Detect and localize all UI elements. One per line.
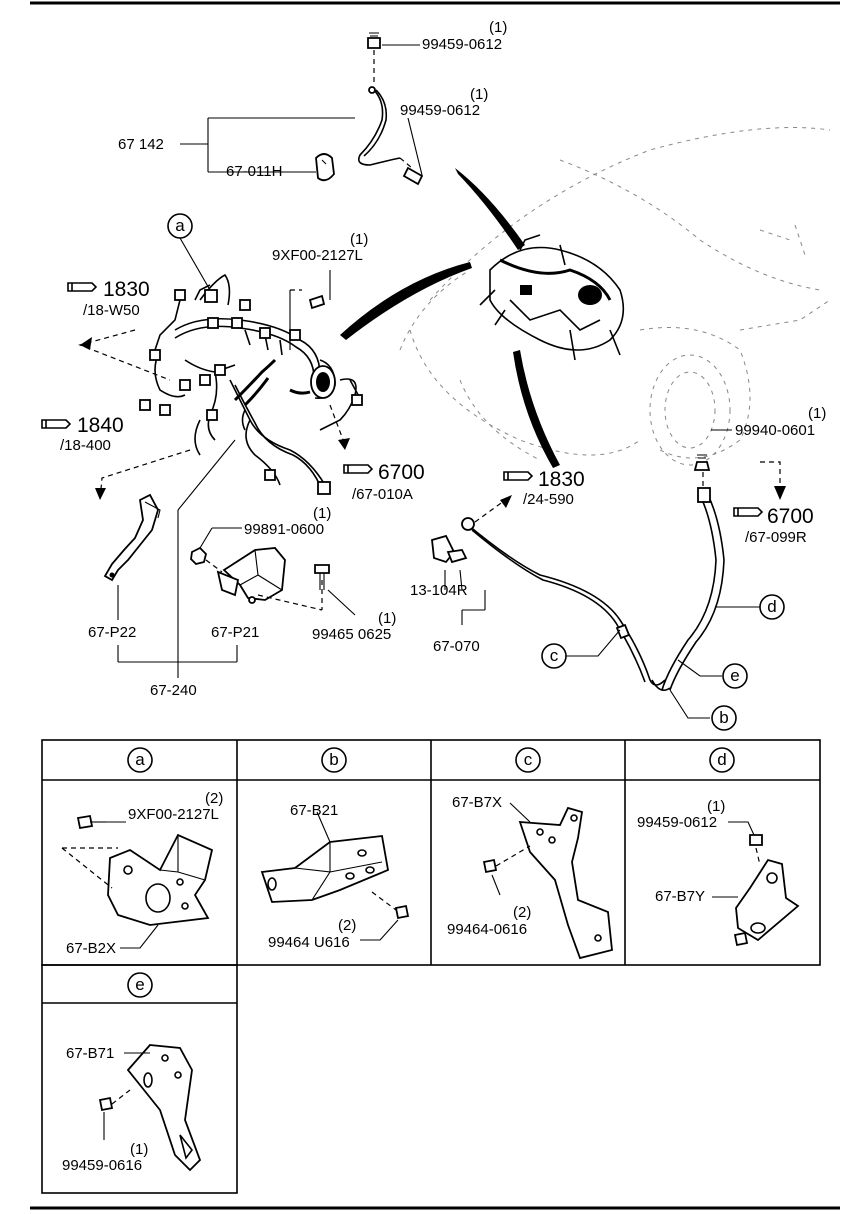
main-harness-67-240 (139, 273, 363, 495)
label-67-011h: 67-011H (226, 163, 283, 180)
ref-arrow-1840 (99, 449, 191, 501)
callout-d-text: d (767, 597, 777, 616)
panel-b-bolt: 99464 U616 (268, 934, 350, 951)
panel-c-part: 67-B7X (452, 794, 503, 811)
hose-67-070 (431, 495, 666, 686)
ref-6700-a: 6700 (378, 461, 425, 484)
panel-b-qty: (2) (338, 917, 357, 934)
panel-d-bracket (733, 834, 800, 947)
panel-e-part: 67-B71 (66, 1045, 115, 1062)
label-13-104r: 13-104R (410, 582, 468, 599)
callout-circle-c (541, 643, 567, 669)
panel-b-part: 67-B21 (290, 802, 339, 819)
ref-1840: 1840 (77, 414, 124, 437)
bracket-67-p21 (190, 546, 330, 611)
ref-arrow-6700a (329, 404, 346, 446)
ref-1840-sub: /18-400 (60, 437, 111, 454)
ref-6700-b-sub: /67-099R (745, 529, 807, 546)
callout-circle-e (722, 663, 748, 689)
panel-e-bolt: 99459-0616 (62, 1157, 143, 1174)
callout-a-text: a (175, 216, 185, 235)
callout-b-text: b (719, 708, 729, 727)
label-67-240: 67-240 (150, 682, 197, 699)
ref-arrow-6700b (760, 461, 781, 490)
detail-grid (41, 739, 821, 1194)
label-bolt-99465: 99465 0625 (312, 626, 392, 643)
installed-harness-cluster (479, 234, 625, 361)
panel-c-letter: c (523, 750, 533, 769)
callout-circle-b (711, 705, 737, 731)
label-67-p21: 67-P21 (211, 624, 260, 641)
ref-6700-b: 6700 (767, 505, 814, 528)
label-67-142: 67 142 (118, 136, 164, 153)
qty-bolt-99940: (1) (808, 405, 827, 422)
hand-pointer-icon (41, 282, 764, 517)
ref-1830-b-sub: /24-590 (523, 491, 574, 508)
panel-c-circle (515, 747, 541, 773)
ref-1830-a-sub: /18-W50 (83, 302, 140, 319)
pointer-sweep-top (455, 168, 525, 250)
pointer-sweep-left (340, 262, 472, 340)
qty-bolt-second: (1) (470, 86, 489, 103)
panel-a-bolt: 9XF00-2127L (128, 806, 219, 823)
panel-e-circle (127, 972, 153, 998)
pointer-sweep-bottom (513, 350, 560, 468)
label-bolt-9xf00: 9XF00-2127L (272, 247, 363, 264)
bracket-67-p22 (103, 493, 161, 582)
panel-c-bracket (482, 806, 613, 960)
ref-6700-a-sub: /67-010A (352, 486, 413, 503)
panel-b-letter: b (329, 750, 339, 769)
callout-c-text: c (549, 646, 559, 665)
panel-c-qty: (2) (513, 904, 532, 921)
label-bolt-second: 99459-0612 (400, 102, 481, 119)
hose-right-d (651, 454, 725, 691)
label-nut-99891: 99891-0600 (244, 521, 325, 538)
qty-bolt-99465: (1) (378, 610, 397, 627)
label-bolt-99940: 99940-0601 (735, 422, 816, 439)
qty-bolt-9xf00: (1) (350, 231, 369, 248)
panel-a-circle (127, 747, 153, 773)
label-67-p22: 67-P22 (88, 624, 137, 641)
panel-d-part: 67-B7Y (655, 888, 706, 905)
qty-bolt-top: (1) (489, 19, 508, 36)
callout-e-text: e (730, 666, 740, 685)
panel-a-letter: a (135, 750, 145, 769)
ref-1830-a: 1830 (103, 278, 150, 301)
panel-c-bolt: 99464-0616 (447, 921, 528, 938)
panel-e-letter: e (135, 975, 145, 994)
panel-b-circle (321, 747, 347, 773)
top-cable-assembly (315, 32, 424, 186)
engine-bay-outline (399, 127, 831, 466)
panel-b-bracket (260, 835, 410, 920)
label-bolt-top: 99459-0612 (422, 36, 503, 53)
panel-a-bracket (61, 814, 214, 926)
callout-circle-d (759, 594, 785, 620)
ref-1830-b: 1830 (538, 468, 585, 491)
qty-nut-99891: (1) (313, 505, 332, 522)
bolt-9xf00-main (289, 270, 331, 350)
panel-a-qty: (2) (205, 790, 224, 807)
panel-d-bolt: 99459-0612 (637, 814, 718, 831)
panel-a-part: 67-B2X (66, 940, 117, 957)
panel-e-bracket (98, 1044, 202, 1172)
panel-d-circle (709, 747, 735, 773)
panel-d-letter: d (717, 750, 727, 769)
panel-d-qty: (1) (707, 798, 726, 815)
panel-e-qty: (1) (130, 1141, 149, 1158)
label-67-070: 67-070 (433, 638, 480, 655)
